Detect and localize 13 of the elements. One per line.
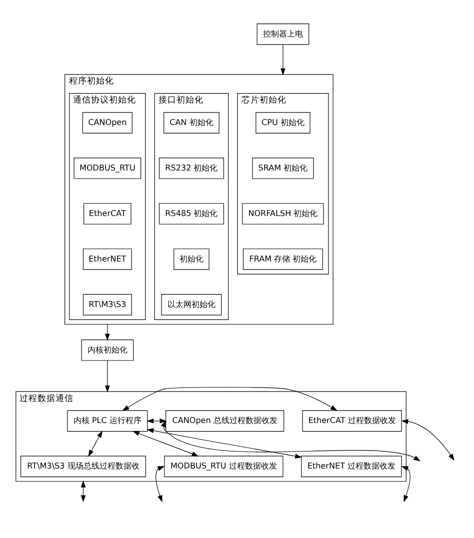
arrow <box>160 420 420 462</box>
arrow <box>104 324 110 341</box>
arrow <box>88 430 102 457</box>
arrow <box>122 386 337 411</box>
arrow <box>146 418 166 428</box>
arrow <box>80 480 86 502</box>
arrow <box>155 466 164 502</box>
arrow <box>400 466 410 502</box>
arrow <box>132 431 198 456</box>
arrow <box>280 44 285 76</box>
arrow <box>104 360 110 392</box>
arrow <box>400 419 454 461</box>
arrow <box>146 428 302 459</box>
